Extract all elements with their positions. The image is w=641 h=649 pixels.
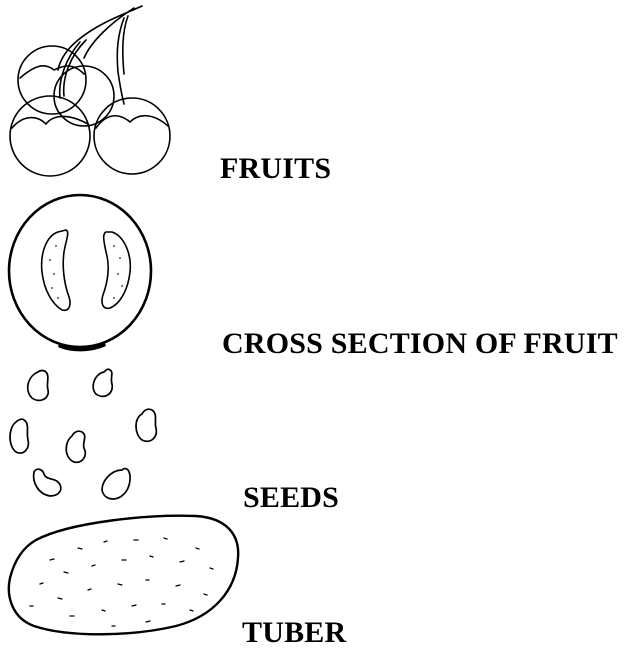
fruits-label: FRUITS bbox=[220, 154, 331, 184]
cross-section-label: CROSS SECTION OF FRUIT bbox=[222, 329, 618, 359]
fruit-back-left bbox=[18, 46, 86, 114]
seed bbox=[102, 469, 130, 499]
seed-chamber-stipple bbox=[49, 245, 123, 299]
seed bbox=[93, 369, 112, 396]
seeds-label: SEEDS bbox=[243, 483, 339, 513]
seed bbox=[66, 431, 85, 462]
tuber-outline bbox=[9, 516, 238, 635]
seed bbox=[136, 409, 156, 441]
fruit-stem bbox=[58, 6, 142, 104]
seed-chamber-left bbox=[42, 230, 70, 310]
seed bbox=[34, 469, 61, 496]
seeds-drawing bbox=[10, 369, 156, 499]
fruit-front-right bbox=[94, 98, 170, 174]
seed bbox=[10, 419, 28, 453]
tuber-label: TUBER bbox=[242, 618, 346, 648]
tuber-drawing bbox=[9, 516, 238, 635]
fruit-front-left bbox=[10, 96, 90, 176]
seed bbox=[28, 371, 49, 401]
tuber-specks bbox=[30, 538, 213, 626]
fruit-cluster-drawing bbox=[10, 6, 170, 176]
cross-section-drawing bbox=[9, 195, 151, 350]
seed-chamber-right bbox=[102, 232, 130, 308]
